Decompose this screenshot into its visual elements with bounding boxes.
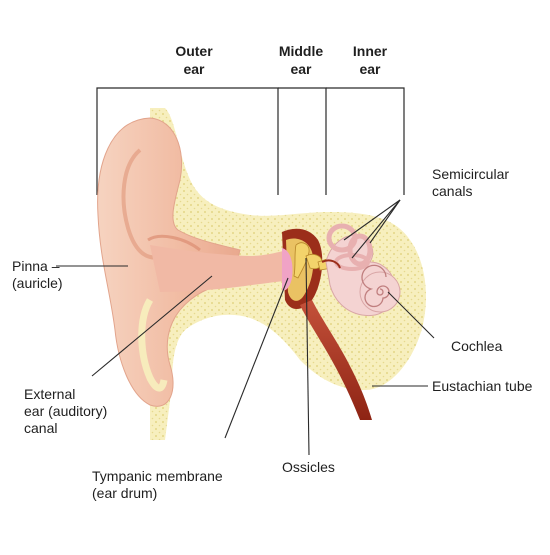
cochlea-label: Cochlea bbox=[451, 338, 503, 354]
pinna-label-line2: (auricle) bbox=[12, 275, 63, 291]
section-brackets bbox=[96, 87, 405, 195]
tympanic-label: Tympanic membrane (ear drum) bbox=[92, 468, 223, 502]
outer-ear-header-line2: ear bbox=[183, 61, 205, 77]
semicircular-label-line2: canals bbox=[432, 183, 473, 199]
pinna-label: Pinna – (auricle) bbox=[12, 258, 63, 292]
external-canal-label-line3: canal bbox=[24, 420, 58, 436]
outer-ear-header-line1: Outer bbox=[175, 43, 213, 59]
middle-ear-header: Middle ear bbox=[256, 42, 346, 78]
semicircular-leader-2 bbox=[369, 199, 401, 244]
semicircular-leader-1 bbox=[343, 199, 401, 241]
external-canal-label-line1: External bbox=[24, 386, 76, 402]
inner-ear-header-line1: Inner bbox=[352, 43, 388, 59]
middle-ear-header-line1: Middle bbox=[278, 43, 324, 59]
external-canal-label: External ear (auditory) canal bbox=[24, 386, 107, 437]
pinna-label-line1: Pinna – bbox=[12, 258, 60, 274]
eustachian-tube-shape bbox=[300, 300, 372, 420]
semicircular-label: Semicircular canals bbox=[432, 166, 509, 200]
leader-lines bbox=[56, 199, 435, 456]
ossicles-label: Ossicles bbox=[282, 459, 335, 475]
tympanic-leader bbox=[224, 277, 289, 439]
inner-ear-header: Inner ear bbox=[325, 42, 415, 78]
cochlea-leader bbox=[387, 291, 435, 339]
eustachian-label: Eustachian tube bbox=[432, 378, 533, 394]
semicircular-label-line1: Semicircular bbox=[432, 166, 510, 182]
inner-ear-bracket bbox=[326, 87, 405, 195]
tympanic-membrane-shape bbox=[282, 248, 293, 291]
tympanic-label-line1: Tympanic membrane bbox=[92, 468, 223, 484]
outer-ear-bracket bbox=[96, 87, 279, 195]
outer-ear-header: Outer ear bbox=[149, 42, 239, 78]
ear-canal bbox=[150, 245, 292, 292]
inner-ear-header-line2: ear bbox=[359, 61, 381, 77]
middle-ear-bracket bbox=[278, 87, 327, 195]
semicircular-leader-3 bbox=[351, 199, 401, 259]
middle-ear-header-line2: ear bbox=[290, 61, 312, 77]
external-canal-label-line2: ear (auditory) bbox=[24, 403, 108, 419]
ossicles-leader bbox=[305, 257, 310, 456]
cochlea-shape bbox=[359, 264, 401, 313]
canal-leader bbox=[91, 275, 213, 377]
tympanic-label-line2: (ear drum) bbox=[92, 485, 158, 501]
